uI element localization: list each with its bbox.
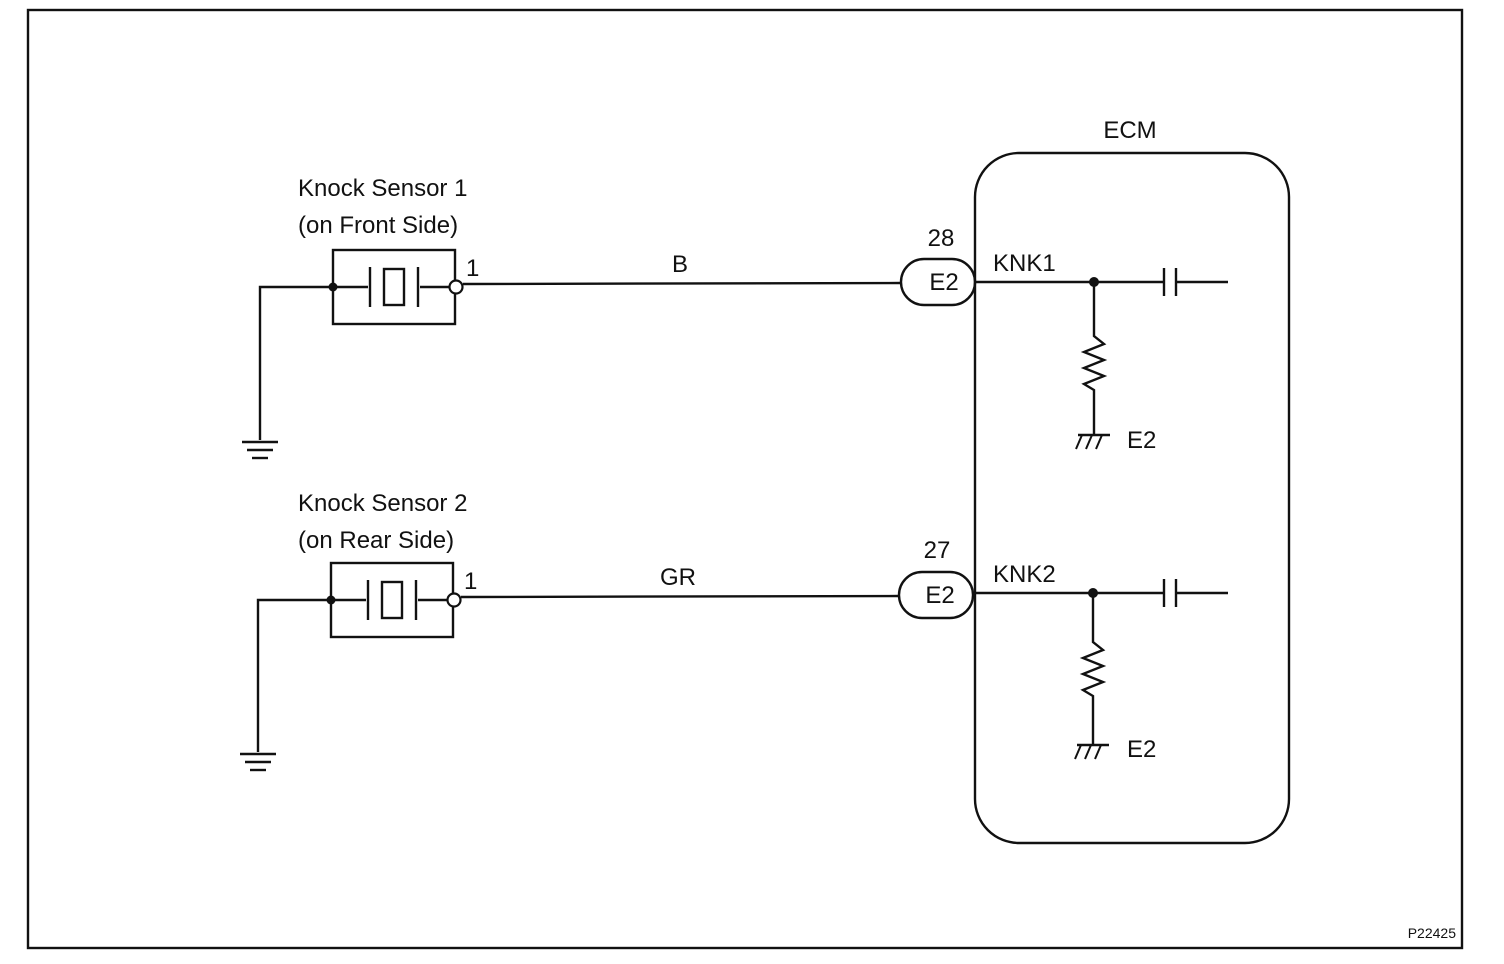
knock-sensor-1-ecm-terminal: KNK1 bbox=[993, 250, 1056, 277]
knock-sensor-1-pin: 1 bbox=[466, 255, 479, 282]
ecm-outline bbox=[973, 151, 1291, 845]
knock-sensor-1-ground-wire bbox=[258, 285, 333, 440]
knock-sensor-2-symbol bbox=[326, 561, 462, 639]
knock-sensor-1-resistor-symbol bbox=[1080, 282, 1108, 434]
knock-sensor-2-ground-label: E2 bbox=[1127, 736, 1156, 763]
knock-sensor-2-ecm-ground-symbol bbox=[1074, 743, 1109, 760]
knock-sensor-1-wire-color: B bbox=[672, 251, 688, 278]
knock-sensor-1-symbol bbox=[328, 248, 464, 326]
knock-sensor-2-ground-wire bbox=[256, 598, 331, 752]
knock-sensor-2-circuit: Knock Sensor 2 (on Rear Side) 1 GR E2 27 bbox=[240, 490, 1228, 772]
knock-sensor-2-wire-color: GR bbox=[660, 564, 696, 591]
figure-id: P22425 bbox=[1408, 925, 1456, 941]
knock-sensor-2-chassis-ground-symbol bbox=[240, 752, 276, 772]
knock-sensor-2-pin: 1 bbox=[464, 568, 477, 595]
knock-sensor-2-ecm-terminal: KNK2 bbox=[993, 561, 1056, 588]
knock-sensor-2-ecm-pin-number: 27 bbox=[924, 537, 951, 564]
ecm-block: ECM bbox=[973, 117, 1291, 845]
knock-sensor-1-location: (on Front Side) bbox=[298, 212, 458, 239]
knock-sensor-1-coupling-capacitor-symbol bbox=[1162, 268, 1228, 296]
knock-sensor-1-ecm-pin-number: 28 bbox=[928, 225, 955, 252]
knock-sensor-2-coupling-capacitor-symbol bbox=[1162, 579, 1228, 607]
knock-sensor-1-connector-code: E2 bbox=[929, 269, 958, 296]
knock-sensor-1-ecm-ground-symbol bbox=[1075, 433, 1110, 450]
knock-sensor-2-harness-wire bbox=[460, 594, 900, 599]
knock-sensor-2-ecm-connector bbox=[897, 570, 975, 620]
knock-sensor-2-name: Knock Sensor 2 bbox=[298, 490, 467, 517]
knock-sensor-1-chassis-ground-symbol bbox=[242, 440, 278, 460]
knock-sensor-2-connector-code: E2 bbox=[925, 582, 954, 609]
knock-sensor-2-resistor-symbol bbox=[1079, 593, 1107, 744]
knock-sensor-1-ground-label: E2 bbox=[1127, 427, 1156, 454]
knock-sensor-2-location: (on Rear Side) bbox=[298, 527, 454, 554]
diagram-frame bbox=[26, 8, 1464, 950]
knock-sensor-1-harness-wire bbox=[462, 281, 902, 286]
knock-sensor-1-circuit: Knock Sensor 1 (on Front Side) 1 B E2 28 bbox=[242, 175, 1228, 460]
ecm-label: ECM bbox=[1103, 117, 1156, 144]
knock-sensor-1-name: Knock Sensor 1 bbox=[298, 175, 467, 202]
